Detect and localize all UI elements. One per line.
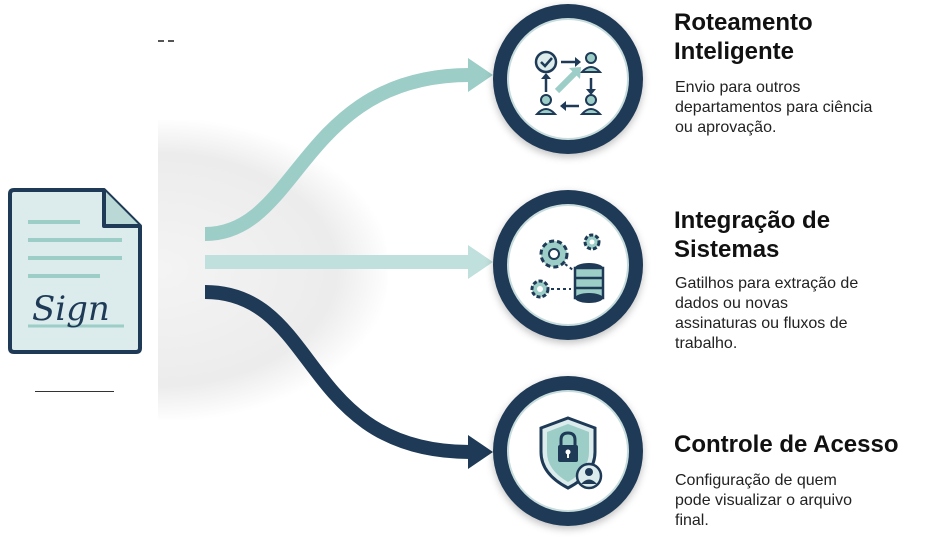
description-access: Configuração de quem pode visualizar o a… <box>675 472 852 529</box>
arrowhead-integration <box>468 245 493 279</box>
node-access <box>493 376 643 526</box>
hub-circle <box>158 120 388 420</box>
workflow-routing-icon <box>534 50 603 115</box>
description-integration: Gatilhos para extração de dados ou novas… <box>675 275 859 352</box>
node-integration <box>493 190 643 340</box>
gears-database-icon <box>530 233 605 303</box>
title-routing: Roteamento Inteligente <box>674 9 813 65</box>
flow-arrow-routing <box>204 68 471 241</box>
arrowhead-routing <box>468 58 493 92</box>
document-underline <box>35 391 114 392</box>
shield-lock-user-icon <box>539 416 603 490</box>
stray-mark <box>158 40 174 44</box>
title-integration: Integração de Sistemas <box>674 207 831 263</box>
arrowhead-access <box>468 435 493 469</box>
signed-document-icon: Sign <box>8 188 142 354</box>
signature-text: Sign <box>32 289 110 329</box>
description-routing: Envio para outros departamentos para ciê… <box>675 79 873 136</box>
title-access: Controle de Acesso <box>674 431 899 458</box>
flow-arrow-access <box>204 285 471 459</box>
node-routing <box>493 4 643 154</box>
